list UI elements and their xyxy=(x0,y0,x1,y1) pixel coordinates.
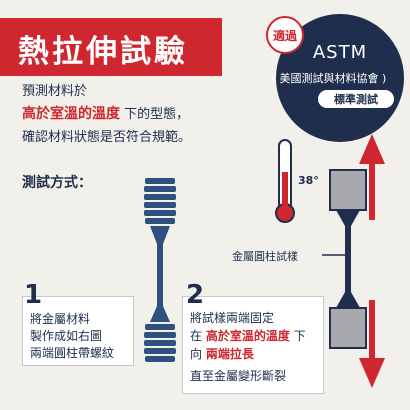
step-2-line-3-pre: 向 xyxy=(190,347,206,361)
intro-line-2: 高於室溫的溫度 下的型態， xyxy=(22,103,189,123)
thermometer-icon xyxy=(275,139,295,223)
step-1-line: 將金屬材料 xyxy=(30,312,91,326)
step-1-line: 製作成如右圖 xyxy=(30,329,103,343)
pull-arrows-icon xyxy=(359,134,385,388)
threaded-specimen-icon xyxy=(144,178,176,362)
step-2-highlight-temp: 高於室溫的溫度 xyxy=(205,329,290,343)
method-heading: 測試方式： xyxy=(22,175,92,191)
standard-test-pill: 標準測試 xyxy=(318,90,394,108)
intro-line-1: 預測材料於 xyxy=(22,84,88,99)
pass-badge: 適過 xyxy=(266,16,304,54)
step-1-line: 兩端圓柱帶螺紋 xyxy=(30,346,115,360)
astm-org-name: ( 美國測試與材料協會 ) xyxy=(271,72,387,85)
step-2-line-2: 在 高於室溫的溫度 下 xyxy=(190,327,306,344)
intro-highlight: 高於室溫的溫度 xyxy=(22,106,120,122)
title-banner xyxy=(0,18,222,76)
step-1-card xyxy=(22,296,134,366)
step-1-number: 1 xyxy=(24,280,43,310)
step-2-line-1: 將試樣兩端固定 xyxy=(190,311,275,325)
astm-name: ASTM xyxy=(312,42,368,63)
tensile-specimen-icon xyxy=(322,169,367,349)
step-2-line-2-post: 下 xyxy=(289,329,306,343)
step-2-line-3: 向 兩端拉長 xyxy=(190,345,254,362)
intro-line-3: 確認材料狀態是否符合規範。 xyxy=(22,130,192,145)
step-2-highlight-pull: 兩端拉長 xyxy=(205,347,254,361)
step-2-line-2-pre: 在 xyxy=(190,329,206,343)
temperature-label: 38° xyxy=(298,174,319,187)
step-2-number: 2 xyxy=(186,280,205,310)
page-title: 熱拉伸試驗 xyxy=(18,34,188,70)
step-2-card xyxy=(182,296,324,394)
specimen-label: 金屬圓柱試樣 xyxy=(232,250,298,263)
step-2-line-4: 直至金屬變形斷裂 xyxy=(190,369,287,383)
intro-line-2-rest: 下的型態， xyxy=(120,107,190,122)
